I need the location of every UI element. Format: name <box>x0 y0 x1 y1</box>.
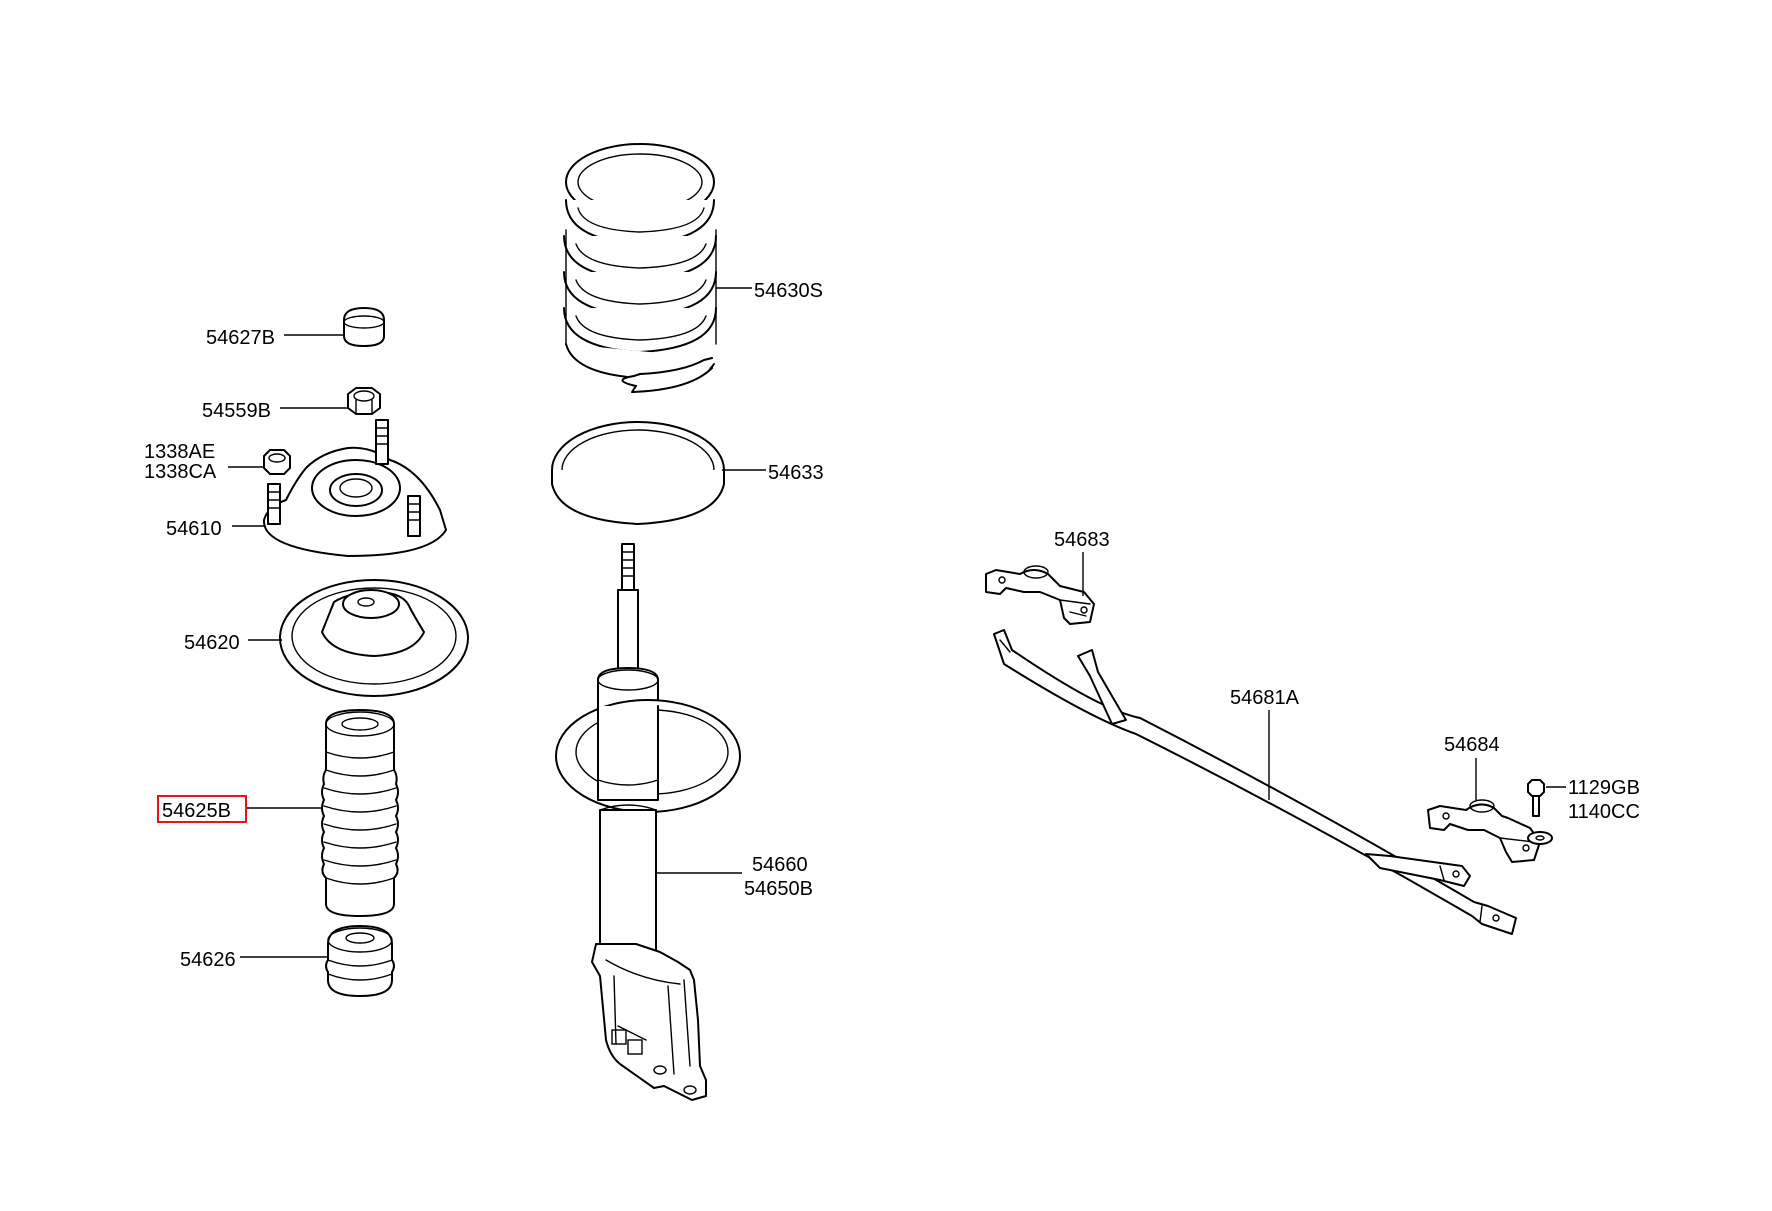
label-1140cc[interactable]: 1140CC <box>1568 801 1640 823</box>
part-dust-boot-54625b[interactable] <box>321 709 399 917</box>
part-coil-spring-54630s[interactable] <box>563 143 717 393</box>
label-1129gb[interactable]: 1129GB <box>1568 777 1640 799</box>
label-54620[interactable]: 54620 <box>184 632 240 654</box>
part-bolt-1129gb[interactable] <box>1527 779 1553 845</box>
label-1338ca[interactable]: 1338CA <box>144 461 217 483</box>
label-54660[interactable]: 54660 <box>752 854 808 876</box>
part-bracket-54683[interactable] <box>985 565 1095 625</box>
part-labels: 54627B 54559B 1338AE 1338CA 54610 54620 … <box>144 280 1640 971</box>
leader-lines <box>228 287 1566 958</box>
label-1338ae[interactable]: 1338AE <box>144 441 215 463</box>
label-54681a[interactable]: 54681A <box>1230 687 1300 709</box>
part-mount-54610[interactable] <box>262 419 447 557</box>
part-cap-54627b[interactable] <box>343 307 385 347</box>
part-spring-pad-54633[interactable] <box>551 421 725 525</box>
part-nut-1338ae[interactable] <box>263 449 291 475</box>
label-54559b[interactable]: 54559B <box>202 400 271 422</box>
label-54625b[interactable]: 54625B <box>162 800 231 822</box>
label-54683[interactable]: 54683 <box>1054 529 1110 551</box>
part-bump-stopper-54626[interactable] <box>325 925 395 997</box>
highlight-box-54625b <box>157 795 247 823</box>
part-strut-assembly-54660[interactable] <box>555 543 741 1101</box>
label-54633[interactable]: 54633 <box>768 462 824 484</box>
part-seat-54620[interactable] <box>279 579 469 697</box>
label-54627b[interactable]: 54627B <box>206 327 275 349</box>
label-54650b[interactable]: 54650B <box>744 878 813 900</box>
part-stabilizer-bar-54681a[interactable] <box>993 629 1517 935</box>
label-54610[interactable]: 54610 <box>166 518 222 540</box>
label-54626[interactable]: 54626 <box>180 949 236 971</box>
label-54630s[interactable]: 54630S <box>754 280 823 302</box>
part-nut-54559b[interactable] <box>347 387 381 415</box>
label-54684[interactable]: 54684 <box>1444 734 1500 756</box>
part-bracket-54684[interactable] <box>1427 799 1541 863</box>
